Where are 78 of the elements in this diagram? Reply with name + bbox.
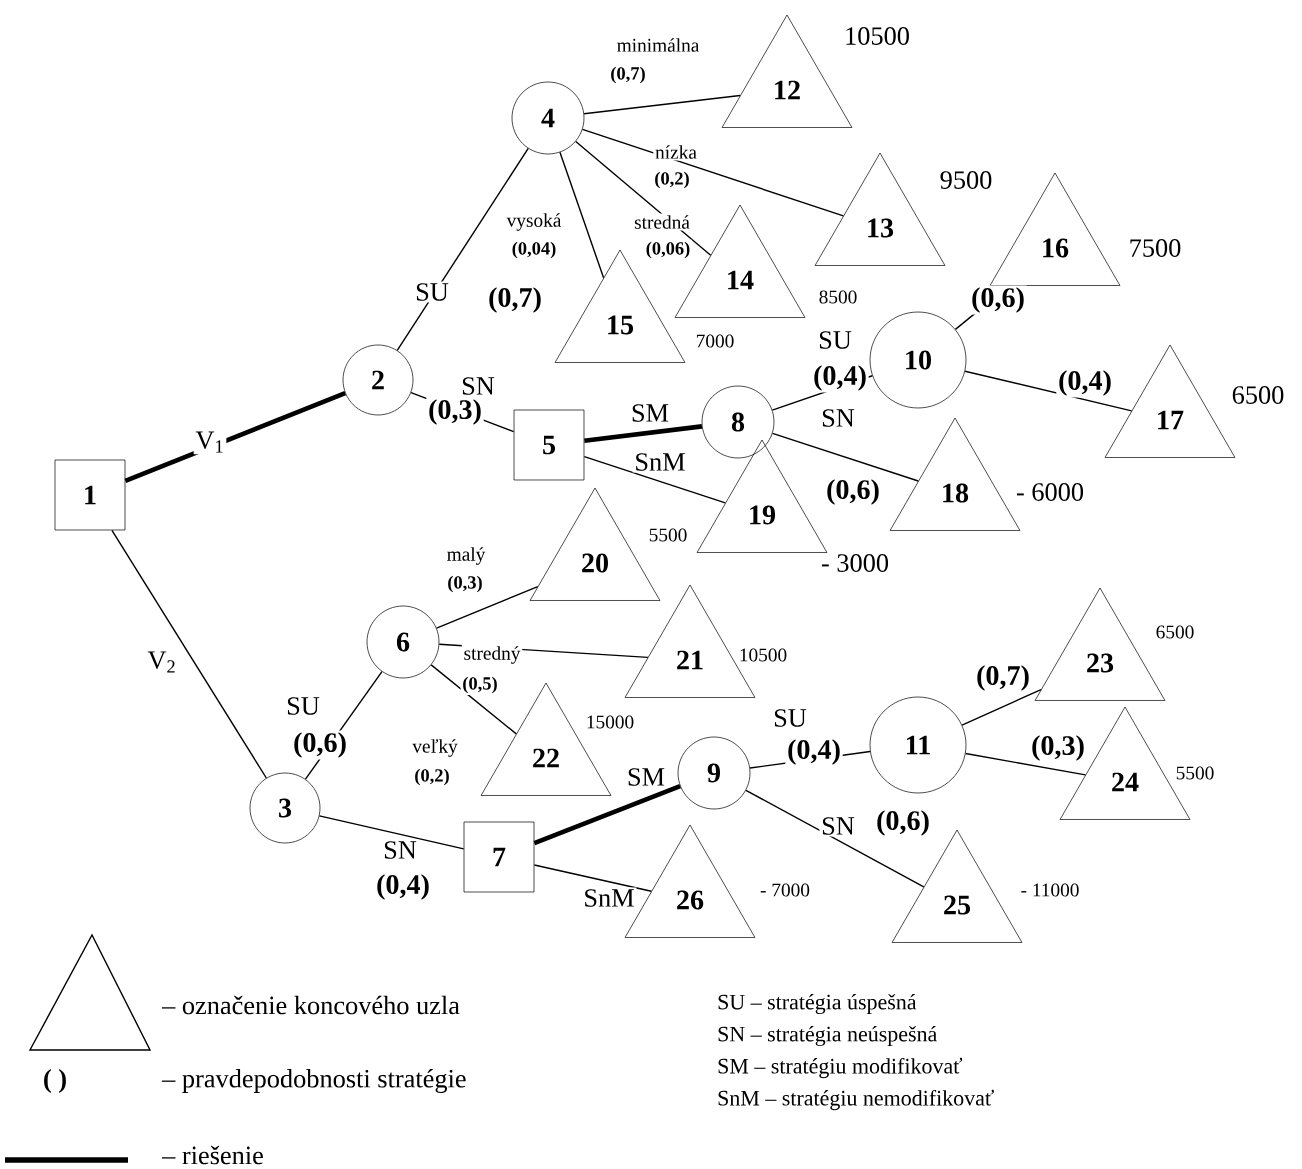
branch-line <box>533 784 681 846</box>
legend-text: – označenie koncového uzla <box>161 995 460 1015</box>
probability-label: (0,3) <box>426 397 484 427</box>
edge-label: SU <box>284 695 322 717</box>
probability-label: (0,06) <box>643 239 693 261</box>
branch-line <box>583 94 741 115</box>
decision-square: 1 <box>54 459 126 531</box>
payoff-value: 10500 <box>740 648 787 662</box>
edge-label: SN <box>381 839 419 861</box>
legend-text: – pravdepodobnosti stratégie <box>161 1069 466 1093</box>
edge-label: V$_{2}$ <box>145 649 179 675</box>
parentheses-symbol: SU – stratégia úspešná <box>715 992 919 1016</box>
branch-line <box>964 370 1133 412</box>
branch-line <box>961 688 1042 726</box>
edge-label: minimálna <box>614 36 702 54</box>
branch-line <box>964 752 1087 776</box>
branch-line <box>111 529 268 779</box>
branch-line <box>583 455 726 504</box>
edge-label: SU <box>771 707 809 729</box>
abbreviation-note: SnM – stratégiu nemodifikovať <box>715 1088 997 1112</box>
probability-label: (0,7) <box>486 285 544 315</box>
abbreviation-note: SN – stratégia neúspešná <box>715 1024 940 1048</box>
edge-label: nízka <box>653 143 699 161</box>
payoff-value: 7000 <box>696 334 734 348</box>
probability-label: (0,2) <box>412 766 452 788</box>
probability-label: (0,4) <box>785 737 843 767</box>
probability-label: (0,3) <box>445 573 485 595</box>
edge-label: SM <box>625 766 667 788</box>
probability-label: (0,7) <box>974 663 1032 693</box>
edge-label: malý <box>444 545 488 567</box>
edge-label: SU <box>413 281 451 303</box>
payoff-value: 8500 <box>819 290 857 304</box>
legend-text: – riešenie <box>161 1145 263 1165</box>
branch-line <box>771 432 919 482</box>
edge-label: SU <box>816 329 854 351</box>
probability-label: (0,4) <box>374 872 432 902</box>
payoff-value: 7500 <box>1130 239 1181 257</box>
payoff-value: 5500 <box>649 528 687 542</box>
branch-line <box>396 147 529 352</box>
probability-label: (0,6) <box>969 285 1027 315</box>
branch-line <box>533 864 653 892</box>
probability-label: (0,7) <box>608 64 648 86</box>
probability-label: ( ) <box>41 1067 69 1095</box>
edge-label: veľký <box>410 737 460 759</box>
edge-label: SN <box>819 815 857 837</box>
payoff-value: 15000 <box>587 715 634 729</box>
edge-label: SN <box>819 407 857 429</box>
payoff-value: - 11000 <box>1021 883 1079 897</box>
decision-square: 7 <box>463 821 535 893</box>
edge-label: stredný <box>461 644 523 666</box>
edge-label: V$_{1}$ <box>193 429 227 455</box>
edge-label: SnM <box>581 887 637 909</box>
edge-label: SM <box>629 402 671 424</box>
payoff-value: - 3000 <box>821 554 889 572</box>
payoff-value: - 7000 <box>760 883 810 897</box>
probability-label: (0,2) <box>652 169 692 191</box>
branch-line <box>745 789 925 888</box>
edge-label: SN <box>459 375 497 397</box>
probability-label: (0,3) <box>1029 733 1087 763</box>
branch-line <box>581 128 845 217</box>
probability-label: (0,4) <box>811 363 869 393</box>
edge-label: stredná <box>632 213 692 231</box>
abbreviation-note: SM – stratégiu modifikovať <box>715 1056 965 1080</box>
decision-square: 5 <box>513 409 585 481</box>
probability-label: (0,4) <box>1056 368 1114 398</box>
branch-line <box>559 151 605 279</box>
branch-line <box>430 664 517 735</box>
edge-label: vysoká <box>504 211 564 233</box>
probability-label: (0,6) <box>291 730 349 760</box>
end-triangle: 19 <box>696 439 828 553</box>
branch-line <box>318 815 465 850</box>
branch-line <box>124 391 347 483</box>
payoff-value: 5500 <box>1176 766 1214 780</box>
payoff-value: 6500 <box>1156 625 1194 639</box>
probability-label: (0,5) <box>460 674 500 696</box>
branch-line <box>435 585 539 629</box>
edge-label: SnM <box>632 451 688 473</box>
branch-line <box>584 424 703 443</box>
